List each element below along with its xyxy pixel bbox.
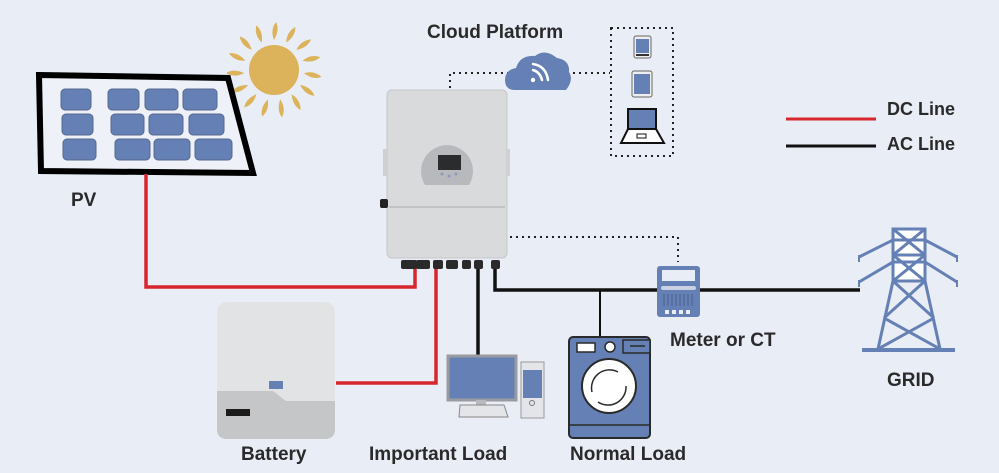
cloud-platform-label: Cloud Platform	[427, 22, 564, 43]
cloud-wifi-icon	[505, 52, 571, 90]
legend-dc-label: DC Line	[887, 99, 956, 119]
computer-icon	[446, 354, 545, 419]
dc-line-battery	[336, 268, 438, 385]
inverter-icon	[380, 89, 510, 269]
phone-icon	[633, 35, 652, 59]
battery-icon	[217, 302, 335, 439]
pv-label: PV	[71, 190, 97, 211]
laptop-icon	[619, 108, 666, 144]
washing-machine-icon	[568, 336, 651, 439]
communication-lines	[449, 27, 679, 262]
meter-icon	[657, 266, 700, 317]
ac-line-grid	[493, 268, 860, 292]
normal-load-label: Normal Load	[570, 444, 687, 465]
dc-line-pv	[144, 174, 417, 289]
ac-lines	[476, 268, 860, 362]
meter-label: Meter or CT	[670, 330, 776, 351]
legend-ac-label: AC Line	[887, 134, 956, 154]
grid-tower-icon	[858, 227, 958, 352]
battery-label: Battery	[241, 444, 307, 465]
grid-label: GRID	[887, 370, 935, 391]
solar-panel-icon	[35, 71, 257, 177]
dc-lines	[144, 174, 438, 385]
important-load-label: Important Load	[369, 444, 508, 465]
tablet-icon	[631, 70, 653, 98]
sun-icon	[226, 22, 322, 118]
